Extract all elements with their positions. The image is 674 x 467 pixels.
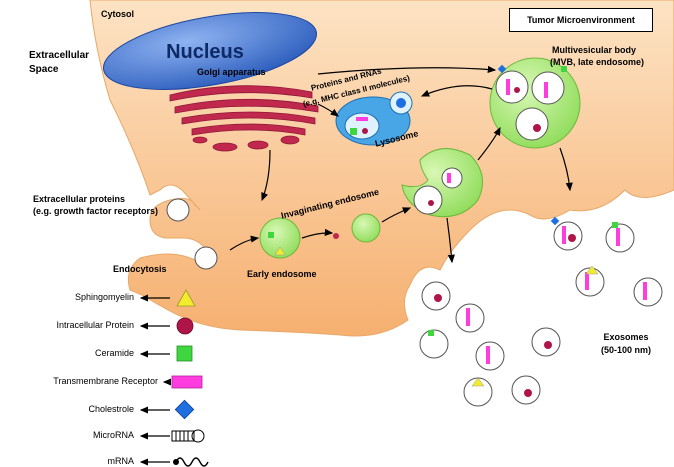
mrna-icon [175,457,209,467]
extracellular-label-2: Space [29,64,59,75]
legend-ceramide: Ceramide [94,348,134,358]
invaginating-endosome [401,148,483,218]
legend-cholestrole: Cholestrole [88,404,134,414]
mvb-label-1: Multivesicular body [552,45,637,55]
early-endosome [259,217,301,259]
nucleus-label: Nucleus [166,41,244,63]
legend-arrows [139,294,172,466]
cholestrole-icon [174,399,195,420]
exosomes [419,216,663,407]
legend-transmembrane-receptor: Transmembrane Receptor [53,376,158,386]
sphingomyelin-icon [176,289,196,307]
budding-vesicles [166,198,339,270]
legend-microrna: MicroRNA [92,430,134,440]
exosomes-label-1: Exosomes [603,332,649,342]
legend-mrna: mRNA [107,456,135,466]
mvb-label-2: (MVB, late endosome) [550,57,645,67]
extracellular-label-1: Extracellular [29,50,90,61]
lysosome [335,91,413,146]
legend-intracellular-protein: Intracellular Protein [56,320,134,330]
golgi-apparatus [169,85,319,152]
nucleus [102,12,318,90]
microrna-icon [171,429,205,443]
endocytosis-label: Endocytosis [113,264,167,274]
extracellular-proteins-label-2: (e.g. growth factor receptors) [33,206,159,216]
legend-sphingomyelin: Sphingomyelin [74,292,134,302]
small-endosome [351,213,381,243]
cytosol-label: Cytosol [101,9,135,19]
ceramide-icon [176,345,193,362]
transmembrane-receptor-icon [171,375,203,389]
pathway-arrows [229,65,573,264]
golgi-label: Golgi apparatus [197,67,266,77]
extracellular-proteins-label-1: Extracellular proteins [33,194,126,204]
tumor-microenvironment-label: Tumor Microenvironment [509,8,653,32]
intracellular-protein-icon [176,317,194,335]
mrna-cap-icon [173,459,179,465]
early-endosome-label: Early endosome [247,269,317,279]
exosomes-label-2: (50-100 nm) [600,345,652,355]
multivesicular-body [489,57,581,149]
